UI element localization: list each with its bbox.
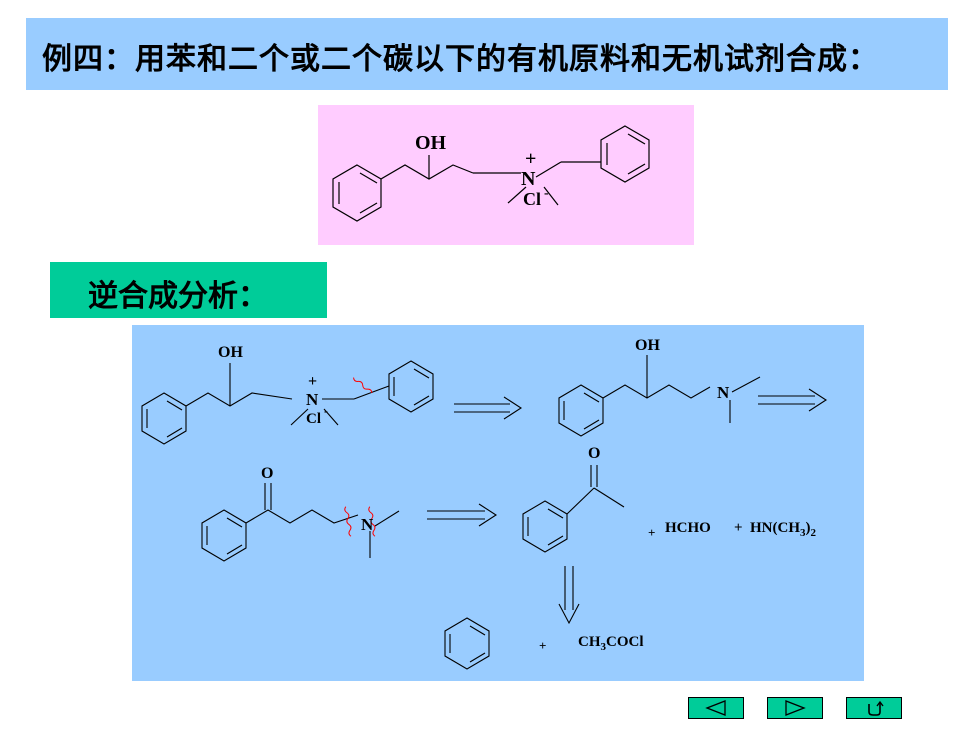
scheme-nitrogen-c: N <box>361 515 374 534</box>
scheme-plus-charge: + <box>308 373 317 390</box>
reagent-acetyl-chloride: CH3COCl <box>578 634 644 653</box>
scheme-chloride: Cl <box>306 411 321 427</box>
scheme-plus-hcho: + <box>648 525 655 540</box>
scheme-benzene-a <box>141 392 187 445</box>
scheme-oh-label-b: OH <box>635 337 660 354</box>
triangle-right-icon <box>785 700 806 716</box>
slide-title: 例四：用苯和二个或二个碳以下的有机原料和无机试剂合成： <box>42 42 879 77</box>
scheme-minus-charge: - <box>324 404 328 418</box>
target-chloride: Cl <box>523 189 541 209</box>
title-bar: 例四：用苯和二个或二个碳以下的有机原料和无机试剂合成： <box>26 18 948 90</box>
scheme-benzene-e <box>444 617 490 670</box>
scheme-benzene-d <box>522 500 568 553</box>
benzene-ring-left <box>332 164 382 222</box>
target-oh-label: OH <box>415 132 447 154</box>
target-molecule-structure: OH + N Cl - <box>332 125 650 222</box>
scheme-plus-amine: + <box>734 520 743 536</box>
retrosynthesis-label-text: 逆合成分析： <box>88 279 268 314</box>
benzene-ring-right <box>600 125 650 183</box>
retrosynthesis-label: 逆合成分析： <box>50 262 327 318</box>
disconnection-marks <box>344 377 376 537</box>
target-molecule-panel: OH + N Cl - <box>318 105 694 245</box>
retrosynthesis-scheme: OH + N Cl - OH N O N O + HCHO + HN(CH3)2… <box>141 337 828 670</box>
next-slide-button[interactable] <box>767 697 823 719</box>
reagent-hcho: HCHO <box>665 520 711 536</box>
scheme-benzene-a2 <box>388 360 434 413</box>
scheme-o-label-d: O <box>588 445 600 462</box>
previous-slide-button[interactable] <box>688 697 744 719</box>
scheme-benzene-c <box>201 509 247 562</box>
target-minus-charge: - <box>544 186 549 201</box>
triangle-left-icon <box>705 700 726 716</box>
target-plus-charge: + <box>525 148 536 170</box>
return-button[interactable] <box>846 697 902 719</box>
target-nitrogen: N <box>521 168 536 190</box>
scheme-oh-label-a: OH <box>218 344 243 361</box>
retrosynthesis-scheme-panel: OH + N Cl - OH N O N O + HCHO + HN(CH3)2… <box>132 325 864 681</box>
scheme-benzene-b <box>558 384 604 437</box>
scheme-plus-acetyl: + <box>539 638 546 653</box>
scheme-o-label-c: O <box>261 465 273 482</box>
return-arrow-icon <box>868 700 884 716</box>
reagent-dimethylamine: HN(CH3)2 <box>750 520 817 539</box>
scheme-nitrogen-b: N <box>717 383 730 402</box>
scheme-nitrogen-a: N <box>306 390 319 409</box>
